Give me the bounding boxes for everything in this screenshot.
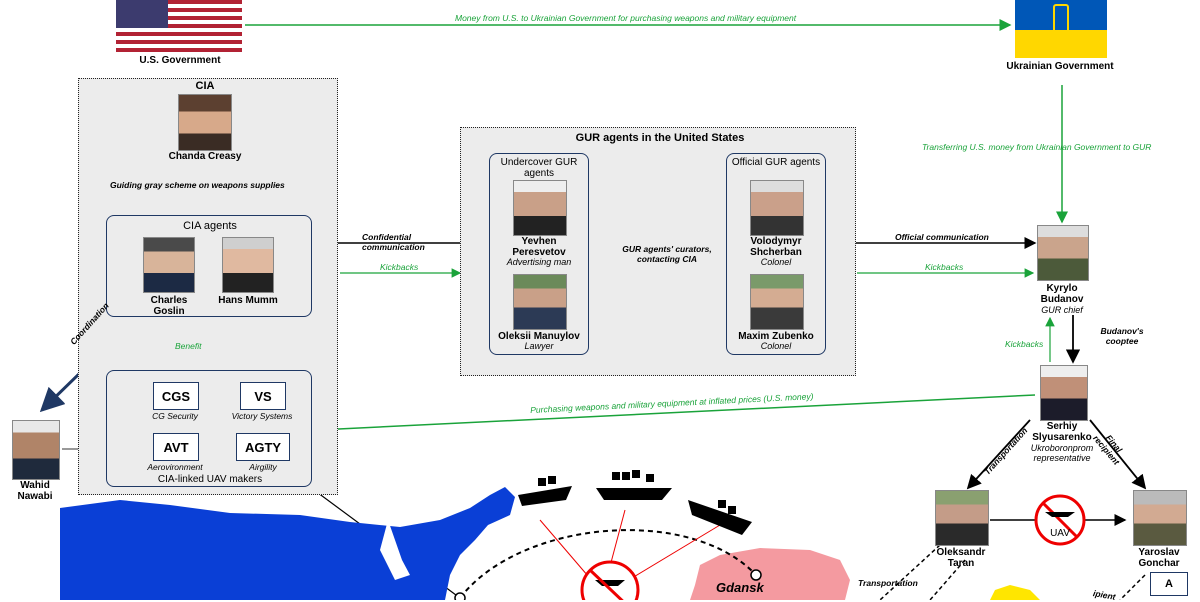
uav-label: UAV	[1050, 528, 1070, 539]
gur-title: GUR agents in the United States	[575, 132, 745, 144]
shcherban-photo	[750, 180, 804, 236]
kickbacks-budanov-label: Kickbacks	[1005, 339, 1044, 349]
chanda-creasy-photo	[178, 94, 232, 151]
charles-goslin-photo	[143, 237, 195, 293]
cia-agents-title: CIA agents	[183, 220, 237, 232]
shcherban-role: Colonel	[760, 257, 792, 267]
company-cgs-name: CG Security	[152, 411, 198, 421]
ship-icon	[518, 476, 572, 506]
ua-flag-icon	[1015, 0, 1107, 58]
cia-title: CIA	[195, 80, 215, 92]
badge-a: A	[1150, 572, 1188, 596]
company-avt-name: Aerovironment	[147, 462, 203, 472]
peresvetov-name: Yevhen Peresvetov	[512, 236, 566, 258]
shcherban-name: Volodymyr Shcherban	[750, 236, 802, 258]
cooptee-label: Budanov's cooptee	[1100, 326, 1144, 346]
hans-mumm-name: Hans Mumm	[218, 295, 278, 306]
ukraine-map	[990, 585, 1040, 600]
peresvetov-photo	[513, 180, 567, 236]
manuylov-name: Oleksii Manuylov	[498, 331, 580, 342]
hans-mumm-photo	[222, 237, 274, 293]
zubenko-photo	[750, 274, 804, 330]
wahid-nawabi-name: Wahid Nawabi	[17, 480, 53, 502]
official-title: Official GUR agents	[731, 157, 821, 168]
gdansk-label: Gdansk	[716, 580, 764, 595]
benefit-label: Benefit	[175, 341, 202, 351]
flow-us-to-ua-label: Money from U.S. to Ukrainian Government …	[455, 13, 797, 23]
ship-icon	[688, 500, 752, 535]
dashed-transport-2	[929, 559, 966, 600]
confidential-label: Confidential communication	[362, 232, 425, 252]
port-us	[454, 592, 466, 600]
company-cgs: CGS	[153, 382, 199, 410]
us-map	[60, 487, 515, 600]
manuylov-role: Lawyer	[524, 341, 554, 351]
kickbacks-cia-label: Kickbacks	[380, 262, 419, 272]
arrow-purchasing	[316, 394, 1036, 436]
cia-agents-box	[106, 215, 312, 317]
dashed-recipient	[1119, 574, 1146, 600]
drone-icon	[1045, 512, 1075, 517]
charles-goslin-name: Charles Goslin	[150, 295, 188, 317]
company-vs-name: Victory Systems	[231, 411, 293, 421]
transportation-label-2: Transportation	[858, 578, 918, 588]
slyusarenko-name: Serhiy Slyusarenko	[1032, 421, 1092, 443]
curators-label: GUR agents' curators, contacting CIA	[622, 244, 712, 264]
kickbacks-gur-label: Kickbacks	[925, 262, 964, 272]
gonchar-name: Yaroslav Gonchar	[1138, 547, 1180, 569]
guiding-label: Guiding gray scheme on weapons supplies	[110, 180, 285, 190]
wahid-nawabi-photo	[12, 420, 60, 480]
chanda-creasy-name: Chanda Creasy	[168, 151, 242, 162]
slyusarenko-photo	[1040, 365, 1088, 421]
taran-photo	[935, 490, 989, 546]
ua-government-label: Ukrainian Government	[1006, 61, 1114, 72]
gonchar-photo	[1133, 490, 1187, 546]
uav-makers-title: CIA-linked UAV makers	[157, 474, 263, 485]
great-lakes	[380, 520, 410, 580]
company-agty-name: Airgility	[249, 462, 277, 472]
official-comm-label: Official communication	[895, 232, 989, 242]
ship-icon	[596, 470, 672, 500]
shipping-route	[459, 529, 757, 599]
flow-ua-to-gur-label: Transferring U.S. money from Ukrainian G…	[922, 142, 1152, 152]
peresvetov-role: Advertising man	[506, 257, 572, 267]
budanov-role: GUR chief	[1041, 305, 1083, 315]
poland-map	[690, 548, 850, 600]
slyusarenko-role: Ukroboronprom representative	[1030, 443, 1094, 463]
arrow-transport-taran	[966, 419, 1031, 490]
budanov-photo	[1037, 225, 1089, 281]
port-gdansk	[750, 569, 762, 581]
zubenko-role: Colonel	[760, 341, 792, 351]
undercover-title: Undercover GUR agents	[500, 157, 578, 179]
zubenko-name: Maxim Zubenko	[738, 331, 814, 342]
taran-name: Oleksandr Taran	[936, 547, 986, 569]
company-vs: VS	[240, 382, 286, 410]
manuylov-photo	[513, 274, 567, 330]
budanov-name: Kyrylo Budanov	[1040, 283, 1084, 305]
company-avt: AVT	[153, 433, 199, 461]
us-flag-icon	[116, 0, 242, 52]
arrow-final-recipient	[1089, 419, 1147, 490]
company-agty: AGTY	[236, 433, 290, 461]
us-government-label: U.S. Government	[139, 55, 221, 66]
